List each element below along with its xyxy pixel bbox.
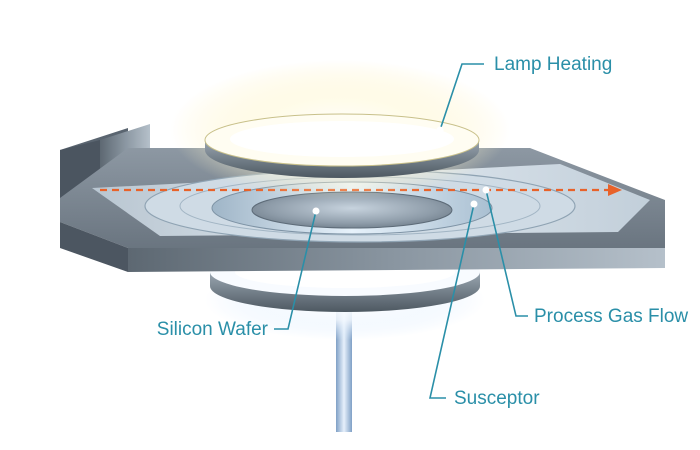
label-leaders [274,63,528,399]
top-lamp [170,60,510,200]
silicon-wafer-marker [312,207,320,215]
label-susceptor: Susceptor [454,388,540,409]
susceptor-leader [428,203,475,399]
lamp-heating-leader [439,63,484,131]
lamp-heating-marker [436,126,444,134]
label-process-gas-flow: Process Gas Flow [534,306,688,327]
label-lamp-heating: Lamp Heating [494,54,612,75]
susceptor-marker [470,200,478,208]
process-gas-flow-marker [482,186,490,194]
label-silicon-wafer: Silicon Wafer [157,319,269,340]
silicon-wafer-leader [274,210,317,330]
process-gas-flow-leader [485,189,528,317]
